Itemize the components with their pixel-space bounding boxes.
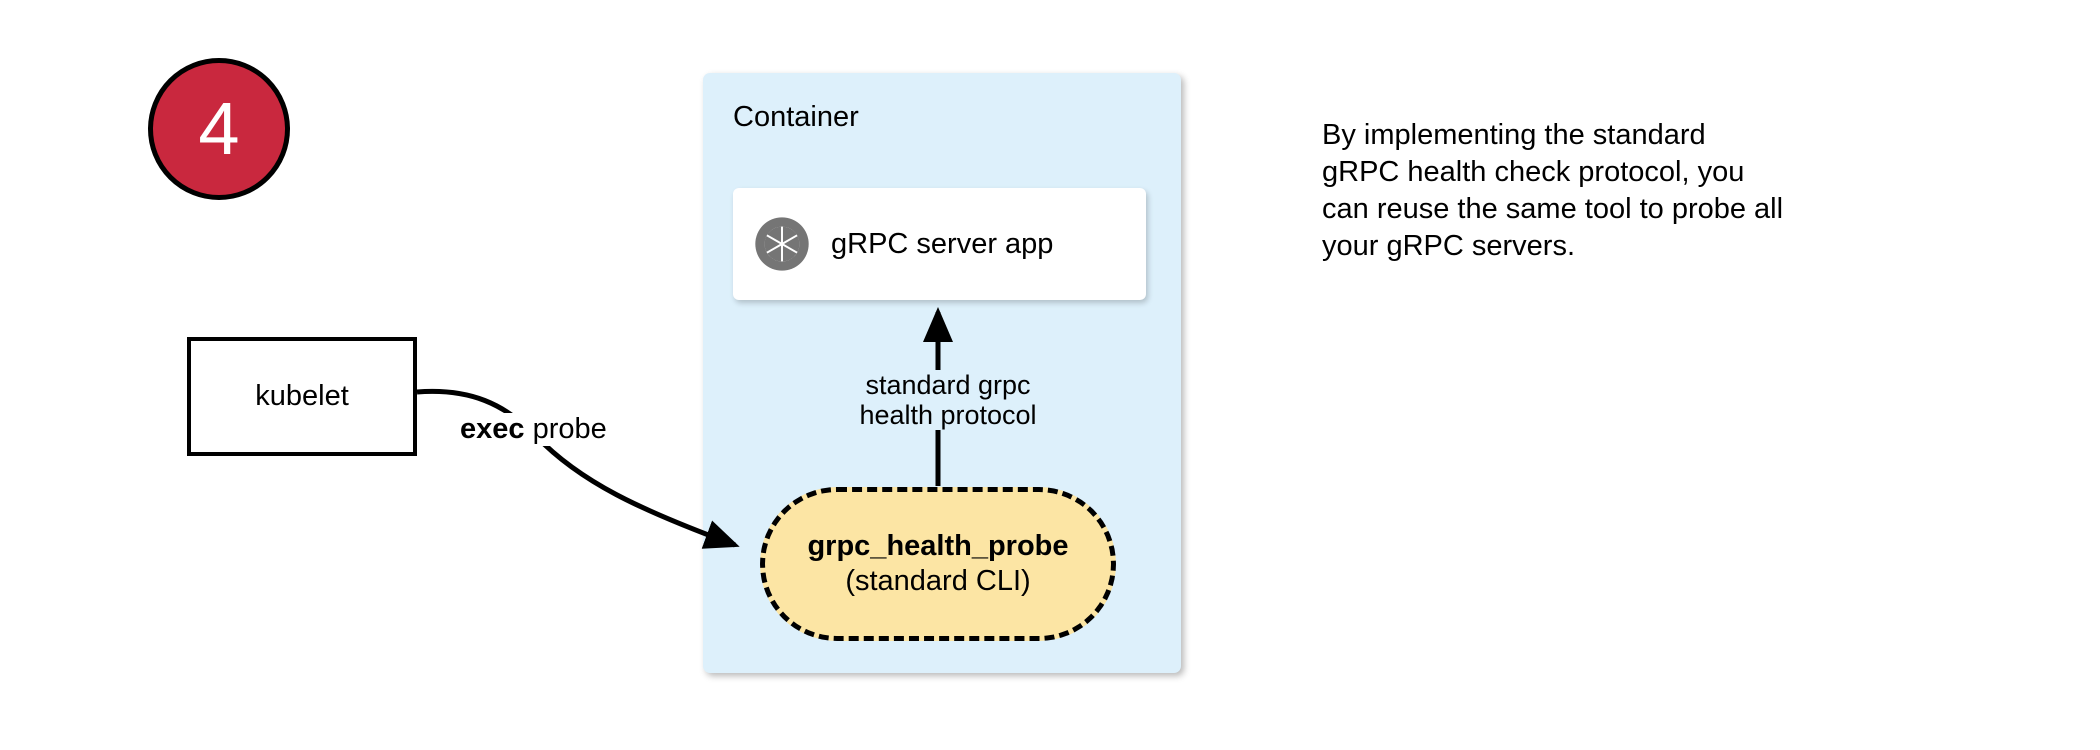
grpc-health-probe-node: grpc_health_probe (standard CLI) [760, 487, 1116, 641]
side-note: By implementing the standard gRPC health… [1322, 117, 1922, 265]
exec-probe-rest-text: probe [524, 413, 607, 445]
health-protocol-line-1: standard grpc [833, 370, 1063, 401]
grpc-health-probe-title: grpc_health_probe [807, 529, 1069, 562]
exec-probe-edge-label: exec probe [456, 413, 611, 446]
kubelet-label: kubelet [255, 380, 349, 412]
side-note-line-4: your gRPC servers. [1322, 230, 1576, 263]
grpc-server-app-node: gRPC server app [733, 188, 1146, 300]
side-note-line-2: gRPC health check protocol, you [1322, 156, 1745, 189]
step-number-label: 4 [198, 87, 240, 170]
health-protocol-edge-label: standard grpc health protocol [833, 370, 1063, 431]
kubelet-node: kubelet [187, 337, 417, 456]
grpc-server-app-label: gRPC server app [831, 227, 1054, 260]
exec-probe-bold-text: exec [460, 413, 525, 445]
step-number-badge: 4 [148, 58, 290, 200]
grpc-aperture-icon [753, 215, 811, 273]
container-title-label: Container [733, 101, 859, 133]
side-note-line-3: can reuse the same tool to probe all [1322, 193, 1784, 226]
health-protocol-line-2: health protocol [833, 400, 1063, 431]
grpc-health-probe-subtitle: (standard CLI) [845, 565, 1031, 597]
side-note-line-1: By implementing the standard [1322, 119, 1706, 151]
